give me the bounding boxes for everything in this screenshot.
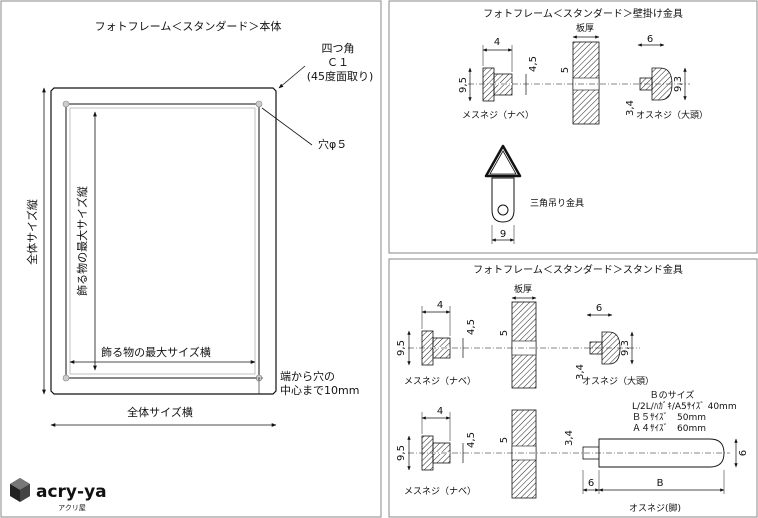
corner-note-2: Ｃ１ <box>327 56 349 69</box>
hole-top-right <box>255 100 263 108</box>
stand-dim-45b: 4,5 <box>466 432 477 448</box>
stand-dim-6: 6 <box>596 303 602 314</box>
b-size-row-2: Ｂ５ｻｲｽﾞ 50mm <box>632 412 706 423</box>
hanger-dim-9: 9 <box>500 229 506 240</box>
full-height-label: 全体サイズ縦 <box>25 199 39 265</box>
wall-title: フォトフレーム＜スタンダード＞壁掛け金具 <box>483 7 683 20</box>
wall-board-label: 板厚 <box>576 22 594 34</box>
stand-dim-95b: 9,5 <box>396 445 407 461</box>
wall-dim-34: 3,4 <box>625 100 636 116</box>
stand-female-label-b: メスネジ（ナベ） <box>404 486 476 497</box>
frame-outline <box>50 87 277 395</box>
acry-ya-logo: acry-ya アクリ屋 <box>10 478 107 512</box>
stand-male-label: オスネジ（大頭） <box>582 375 654 387</box>
stand-board-label: 板厚 <box>514 283 532 295</box>
wall-panel: フォトフレーム＜スタンダード＞壁掛け金具 4 9,5 4,5 メスネジ（ナベ） … <box>388 0 758 254</box>
leg-label: オスネジ(脚) <box>629 503 681 514</box>
frame-title: フォトフレーム＜スタンダード＞本体 <box>95 19 282 33</box>
stand-title: フォトフレーム＜スタンダード＞スタンド金具 <box>473 263 683 276</box>
deco-width-label: 飾る物の最大サイズ横 <box>101 345 211 359</box>
corner-note-3: (45度面取り) <box>307 69 374 83</box>
wall-dim-45: 4,5 <box>528 56 539 72</box>
leg-dim-B: B <box>657 478 664 489</box>
wall-female-head <box>482 67 495 102</box>
hole-leader <box>261 107 313 146</box>
stand-dim-34b: 3,4 <box>564 430 575 446</box>
wall-dim-4: 4 <box>494 37 500 48</box>
display-area <box>65 103 260 379</box>
b-size-title: Ｂのサイズ <box>650 389 695 401</box>
hole-bottom-left <box>62 374 70 382</box>
hole-label: 穴φ５ <box>318 137 347 151</box>
corner-note-1: 四つ角 <box>322 42 355 55</box>
edge-note-1: 端から穴の <box>280 369 335 383</box>
frame-panel: フォトフレーム＜スタンダード＞本体 四つ角 Ｃ１ (45度面取り) 穴φ５ 飾る… <box>0 0 382 518</box>
wall-dim-95: 9,5 <box>458 77 469 93</box>
stand-dim-34: 3,4 <box>575 364 586 380</box>
full-width-label: 全体サイズ横 <box>127 405 193 419</box>
leg-dim-6h: 6 <box>588 478 594 489</box>
hanger-label: 三角吊り金具 <box>530 197 584 209</box>
b-size-row-1: L/2L/ﾊｶﾞｷ/A5ｻｲｽﾞ 40mm <box>632 401 737 412</box>
wall-female-label: メスネジ（ナベ） <box>462 110 534 121</box>
display-inner-line <box>69 107 256 375</box>
corner-leader <box>278 65 306 89</box>
leg-dim-6v: 6 <box>738 450 749 456</box>
stand-dim-5b: 5 <box>499 437 510 443</box>
stand-dim-5: 5 <box>499 330 510 336</box>
stand-dim-95: 9,5 <box>396 340 407 356</box>
stand-panel: フォトフレーム＜スタンダード＞スタンド金具 4 9,5 4,5 メスネジ（ナベ）… <box>388 258 758 518</box>
stand-dim-45: 4,5 <box>466 319 477 335</box>
logo-subtext: アクリ屋 <box>58 504 86 512</box>
deco-height-label: 飾る物の最大サイズ縦 <box>75 186 89 296</box>
stand-dim-4b: 4 <box>437 406 443 417</box>
stand-dim-4: 4 <box>437 300 443 311</box>
hole-top-left <box>62 100 70 108</box>
wall-dim-5: 5 <box>560 67 571 73</box>
wall-dim-6: 6 <box>647 34 653 45</box>
wall-male-label: オスネジ（大頭） <box>636 109 708 121</box>
stand-female-label: メスネジ（ナベ） <box>404 376 476 387</box>
triangle-hanger-icon <box>484 144 522 223</box>
edge-note-2: 中心まで10mm <box>280 384 359 397</box>
logo-text: acry-ya <box>36 482 107 502</box>
b-size-row-3: Ａ４ｻｲｽﾞ 60mm <box>632 423 706 434</box>
